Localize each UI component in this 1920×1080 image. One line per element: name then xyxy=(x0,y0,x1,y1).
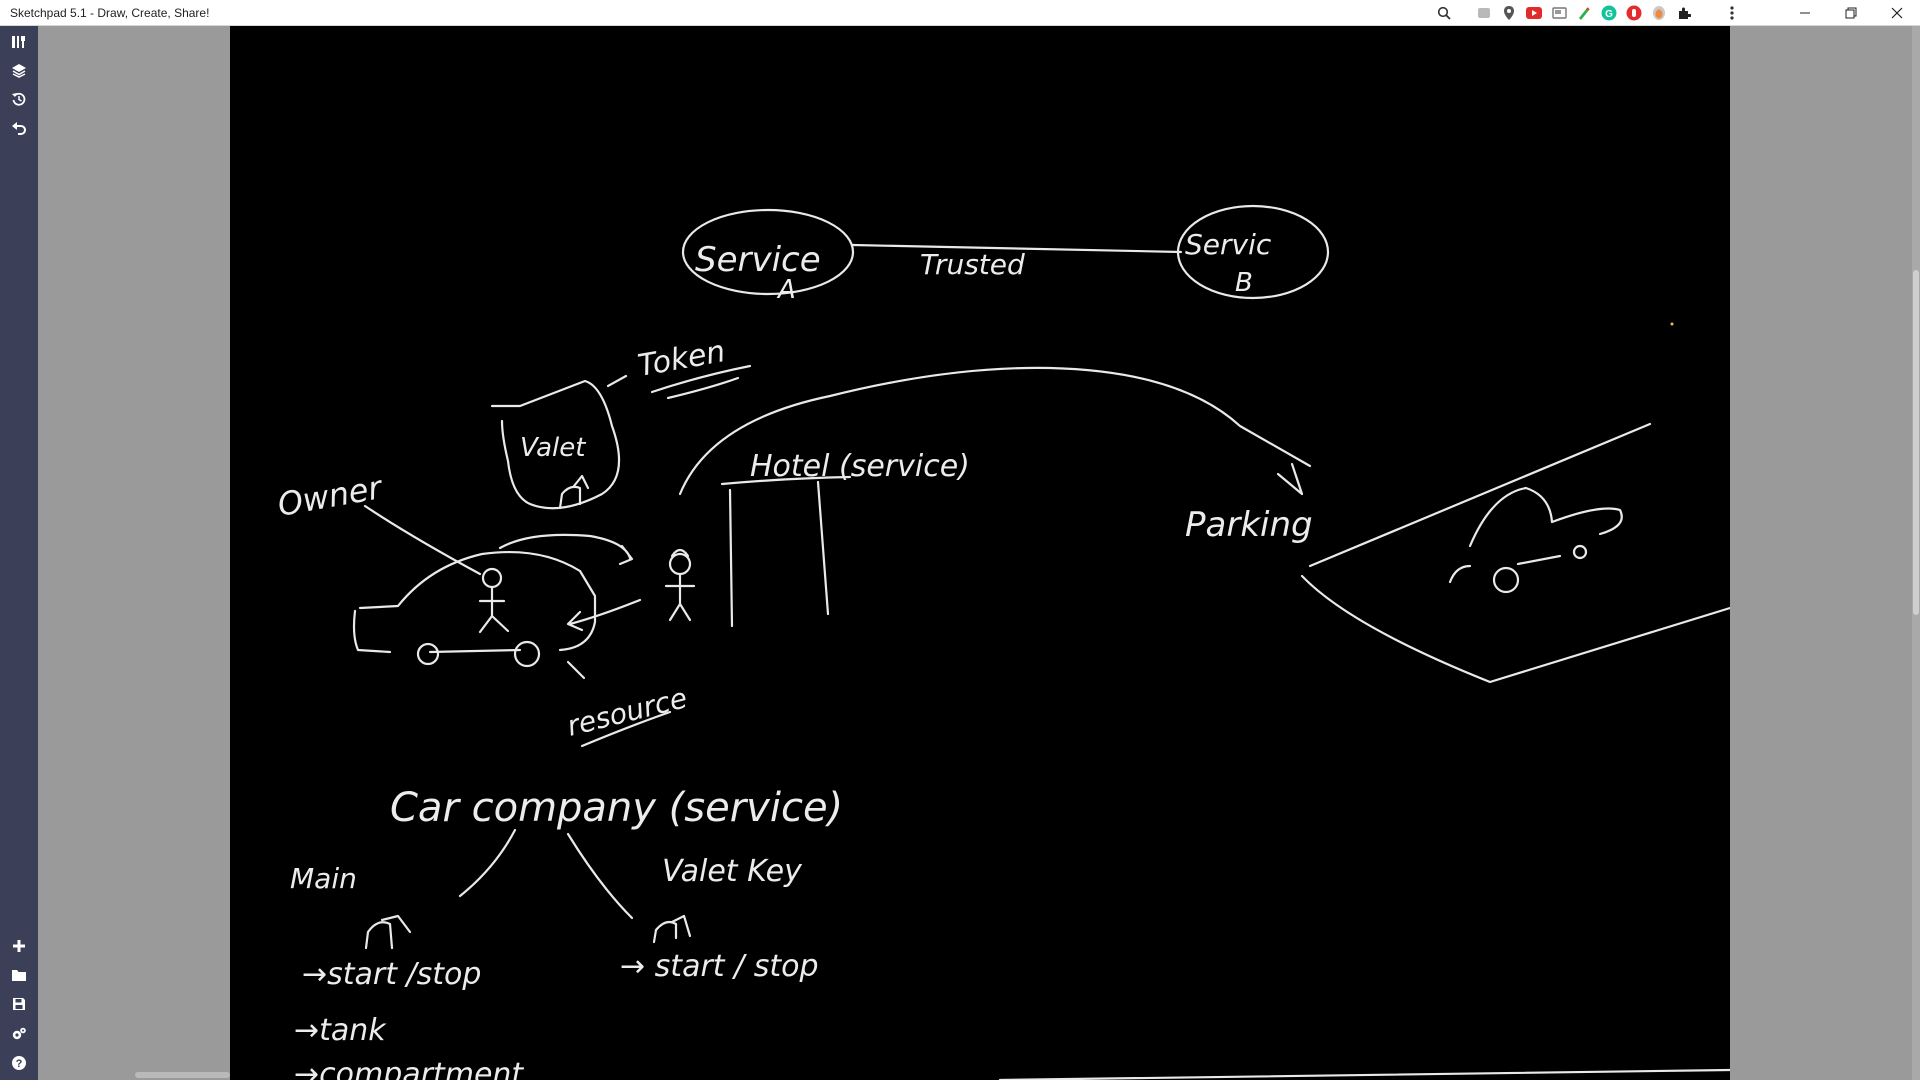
restore-icon xyxy=(1845,7,1857,19)
token-underline xyxy=(650,364,752,394)
help-button[interactable]: ? xyxy=(9,1053,29,1073)
owner-figure-head xyxy=(481,567,503,589)
svg-text:?: ? xyxy=(16,1058,23,1070)
resource-underline xyxy=(580,710,672,748)
resource-pointer xyxy=(566,660,586,680)
car-wheel-left xyxy=(416,642,440,666)
service-a-label: Service xyxy=(695,240,821,280)
zoom-icon[interactable] xyxy=(1436,5,1452,21)
pen-icon[interactable] xyxy=(1576,5,1592,21)
youtube-icon[interactable] xyxy=(1526,5,1542,21)
service-b-label: Servic xyxy=(1185,228,1272,261)
svg-text:G: G xyxy=(1605,9,1613,20)
extension-toolbar: G xyxy=(1436,4,1740,22)
main-compartment: →compartment xyxy=(294,1057,524,1080)
parking-line-upper xyxy=(1308,422,1652,568)
owner-figure-body xyxy=(478,585,510,634)
service-b-sublabel: B xyxy=(1235,268,1253,298)
token-label: Token xyxy=(635,334,728,384)
save-button[interactable] xyxy=(9,994,29,1014)
token-pointer xyxy=(606,374,628,388)
owner-label: Owner xyxy=(275,468,386,524)
handoff-arrow xyxy=(498,533,634,566)
service-a-sublabel: A xyxy=(776,275,796,305)
valet-key-label: Valet Key xyxy=(662,854,803,889)
sketch-layer: Service A Trusted Servic B Token Valet O… xyxy=(275,204,1730,1080)
privacy-icon[interactable] xyxy=(1651,5,1667,21)
cast-icon[interactable] xyxy=(1551,5,1567,21)
stray-dot xyxy=(1670,322,1674,326)
journey-arc xyxy=(678,366,1312,496)
new-icon xyxy=(13,940,25,952)
settings-icon xyxy=(12,1027,26,1040)
trusted-connection-line xyxy=(851,243,1183,254)
vertical-scrollbar-thumb[interactable] xyxy=(1913,270,1919,615)
history-button[interactable] xyxy=(9,89,29,109)
undo-button[interactable] xyxy=(9,118,29,138)
valet-start-stop: → start / stop xyxy=(620,949,819,984)
settings-button[interactable] xyxy=(9,1024,29,1044)
horizontal-scrollbar-thumb[interactable] xyxy=(135,1072,230,1078)
valet-key-doodle xyxy=(558,474,590,510)
restore-button[interactable] xyxy=(1828,0,1874,26)
help-icon: ? xyxy=(12,1056,26,1070)
trusted-label: Trusted xyxy=(920,248,1025,281)
layers-button[interactable] xyxy=(9,60,29,80)
undo-icon xyxy=(12,122,26,135)
valet-key-doodle-2 xyxy=(652,914,692,944)
hotel-label: Hotel (service) xyxy=(750,449,970,484)
stop-icon[interactable] xyxy=(1626,5,1642,21)
parking-line-lower xyxy=(1300,574,1730,684)
minimize-button[interactable] xyxy=(1782,0,1828,26)
car-wheel-right xyxy=(513,640,541,668)
bottom-stroke xyxy=(998,1068,1730,1080)
parking-label: Parking xyxy=(1185,505,1313,545)
main-key-doodle xyxy=(364,914,412,950)
history-icon xyxy=(12,92,26,106)
return-arrow xyxy=(566,598,642,632)
valet-blob xyxy=(490,379,621,510)
service-b-ellipse xyxy=(1176,204,1330,300)
owner-pointer xyxy=(363,504,482,576)
tools-icon xyxy=(12,36,25,48)
new-button[interactable] xyxy=(9,936,29,956)
minimize-icon xyxy=(1800,12,1810,14)
valet-label: Valet xyxy=(520,433,586,463)
tool-sidebar: ? xyxy=(0,26,38,1080)
open-icon xyxy=(12,970,26,981)
hotel-structure xyxy=(720,475,852,628)
layers-icon xyxy=(12,64,26,78)
branch-main xyxy=(458,828,517,898)
parked-car-body xyxy=(1448,486,1623,584)
service-a-ellipse xyxy=(681,208,855,296)
open-button[interactable] xyxy=(9,965,29,985)
drawing-canvas[interactable]: Service A Trusted Servic B Token Valet O… xyxy=(230,26,1730,1080)
tools-button[interactable] xyxy=(9,32,29,52)
save-icon xyxy=(13,998,25,1010)
grammarly-icon[interactable]: G xyxy=(1601,5,1617,21)
window-title: Sketchpad 5.1 - Draw, Create, Share! xyxy=(10,6,210,20)
more-icon[interactable] xyxy=(1724,5,1740,21)
car-company-label: Car company (service) xyxy=(390,785,843,831)
valet-figure-head xyxy=(668,552,692,576)
extension-icon-1[interactable] xyxy=(1476,5,1492,21)
separator xyxy=(1701,5,1715,21)
close-icon xyxy=(1891,7,1903,19)
resource-label: resource xyxy=(564,681,691,743)
branch-valet xyxy=(566,832,634,920)
window-titlebar: Sketchpad 5.1 - Draw, Create, Share! G xyxy=(0,0,1920,26)
main-tank: →tank xyxy=(294,1013,387,1048)
parked-car-wheel-right xyxy=(1572,544,1588,560)
location-icon[interactable] xyxy=(1501,5,1517,21)
valet-figure-body xyxy=(664,548,696,622)
main-start-stop: →start /stop xyxy=(302,957,481,992)
puzzle-icon[interactable] xyxy=(1676,5,1692,21)
token-underline-2 xyxy=(666,376,740,400)
main-label: Main xyxy=(290,862,357,895)
car-body xyxy=(352,550,597,654)
close-button[interactable] xyxy=(1874,0,1920,26)
parked-car-wheel-left xyxy=(1492,566,1520,594)
separator xyxy=(1461,5,1467,21)
